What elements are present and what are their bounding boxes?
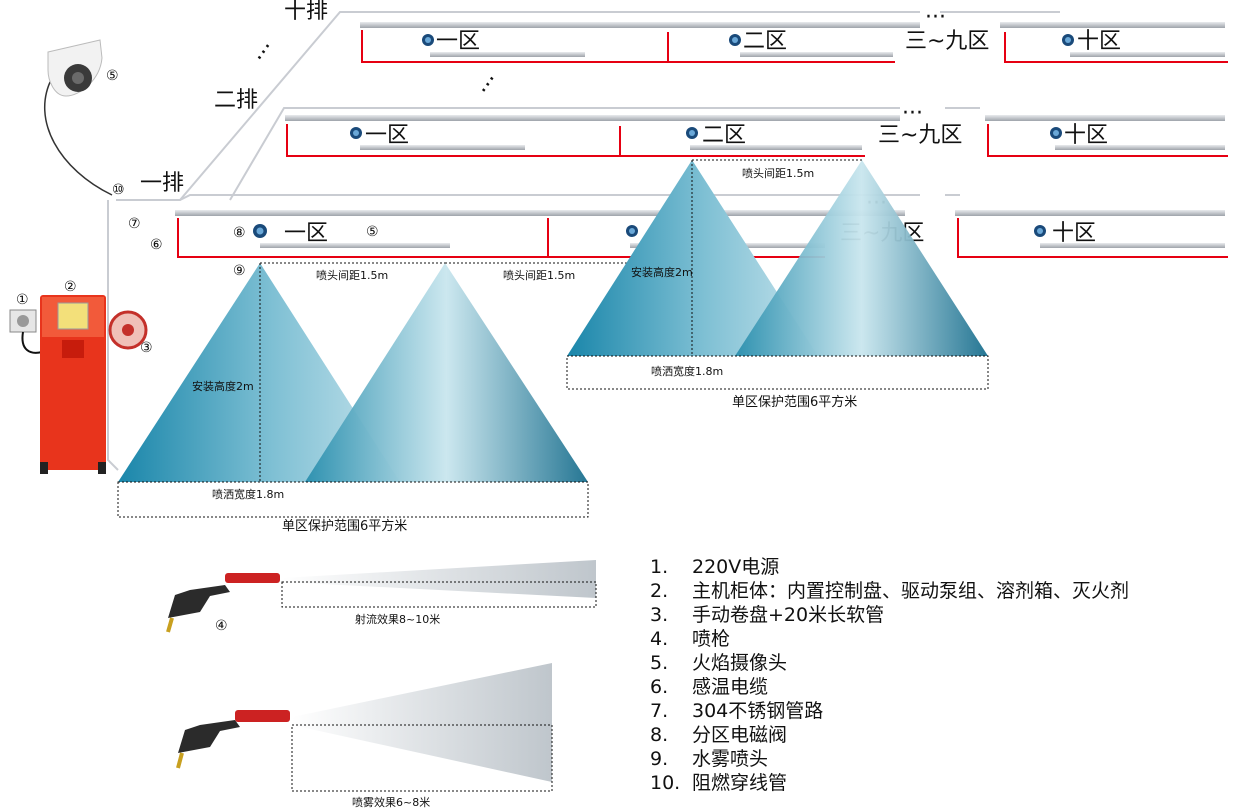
power-socket-icon bbox=[9, 309, 43, 354]
coverage-label: 单区保护范围6平方米 bbox=[732, 394, 857, 410]
spacing-label: 喷头间距1.5m bbox=[316, 269, 388, 282]
zone-label: 十区 bbox=[1052, 221, 1096, 246]
spray-range-box bbox=[291, 724, 553, 792]
zone-label: 十区 bbox=[1077, 29, 1121, 54]
main-cabinet bbox=[40, 295, 106, 474]
flame-camera-icon bbox=[47, 39, 103, 97]
marker-1: ① bbox=[16, 292, 29, 308]
ellipsis: ··· bbox=[925, 5, 946, 30]
ellipsis: ··· bbox=[248, 37, 281, 69]
valve-icon bbox=[729, 34, 741, 46]
spray-gun-icon bbox=[176, 710, 290, 769]
valve-icon bbox=[1050, 127, 1062, 139]
legend-item: 10.阻燃穿线管 bbox=[650, 772, 788, 794]
width-label: 喷洒宽度1.8m bbox=[212, 487, 284, 501]
zone-label: 二区 bbox=[702, 123, 746, 148]
spray-mist bbox=[292, 663, 552, 782]
coverage-box bbox=[117, 481, 589, 518]
legend-item: 6.感温电缆 bbox=[650, 676, 769, 698]
spray-effect-label: 喷雾效果6~8米 bbox=[352, 795, 430, 809]
row-label: 一排 bbox=[140, 171, 184, 196]
legend-item: 5.火焰摄像头 bbox=[650, 652, 788, 674]
legend-item: 7.304不锈钢管路 bbox=[650, 700, 824, 722]
jet-effect-label: 射流效果8~10米 bbox=[355, 612, 440, 626]
spray-gun-icon bbox=[166, 573, 280, 633]
legend-item: 3.手动卷盘+20米长软管 bbox=[650, 604, 885, 626]
marker-5: ⑤ bbox=[106, 68, 119, 84]
marker-4: ④ bbox=[215, 618, 228, 634]
legend-item: 8.分区电磁阀 bbox=[650, 724, 788, 746]
valve-icon bbox=[350, 127, 362, 139]
spacing-label: 喷头间距1.5m bbox=[742, 167, 814, 180]
valve-icon bbox=[1062, 34, 1074, 46]
spray-cone bbox=[118, 263, 400, 482]
coverage-box bbox=[566, 355, 989, 390]
spacing-label: 喷头间距1.5m bbox=[503, 269, 575, 282]
jet-range-box bbox=[281, 581, 597, 608]
zone-label: 一区 bbox=[365, 123, 409, 148]
marker-10: ⑩ bbox=[112, 182, 125, 198]
valve-icon bbox=[686, 127, 698, 139]
legend-item: 2.主机柜体：内置控制盘、驱动泵组、溶剂箱、灭火剂 bbox=[650, 580, 1130, 602]
zone-label: 二区 bbox=[743, 29, 787, 54]
coverage-label: 单区保护范围6平方米 bbox=[282, 518, 407, 534]
height-label: 安装高度2m bbox=[631, 265, 693, 279]
spray-cone bbox=[735, 160, 988, 356]
marker-7: ⑦ bbox=[128, 216, 141, 232]
zone-label: 十区 bbox=[1064, 123, 1108, 148]
marker-9: ⑨ bbox=[233, 263, 246, 279]
row-label: 二排 bbox=[214, 88, 258, 113]
spray-cone bbox=[305, 263, 588, 482]
camera-wire bbox=[43, 77, 113, 196]
zone-label: 一区 bbox=[284, 221, 328, 246]
zone-label: 一区 bbox=[436, 29, 480, 54]
zone-label: 三~九区 bbox=[905, 29, 989, 54]
row-two-pipes bbox=[285, 115, 1228, 157]
marker-8: ⑧ bbox=[233, 225, 246, 241]
valve-icon bbox=[253, 224, 267, 238]
zone-label: 三~九区 bbox=[878, 123, 962, 148]
valve-icon bbox=[1034, 225, 1046, 237]
marker-6: ⑥ bbox=[150, 237, 163, 253]
width-label: 喷洒宽度1.8m bbox=[651, 364, 723, 378]
legend-item: 4.喷枪 bbox=[650, 628, 731, 650]
hose-reel-icon bbox=[108, 310, 148, 350]
marker-2: ② bbox=[64, 279, 77, 295]
height-label: 安装高度2m bbox=[192, 379, 254, 393]
ellipsis: ··· bbox=[472, 69, 505, 101]
jet-stream bbox=[282, 560, 596, 598]
legend-list: 1.220V电源 2.主机柜体：内置控制盘、驱动泵组、溶剂箱、灭火剂 3.手动卷… bbox=[650, 555, 1129, 795]
legend-item: 1.220V电源 bbox=[650, 556, 780, 578]
row-label: 十排 bbox=[284, 0, 328, 24]
marker-5: ⑤ bbox=[366, 224, 379, 240]
marker-3: ③ bbox=[140, 340, 153, 356]
legend-item: 9.水雾喷头 bbox=[650, 748, 769, 770]
row-ten-pipes bbox=[360, 22, 1228, 63]
valve-icon bbox=[626, 225, 638, 237]
ellipsis: ··· bbox=[902, 101, 923, 126]
valve-icon bbox=[422, 34, 434, 46]
